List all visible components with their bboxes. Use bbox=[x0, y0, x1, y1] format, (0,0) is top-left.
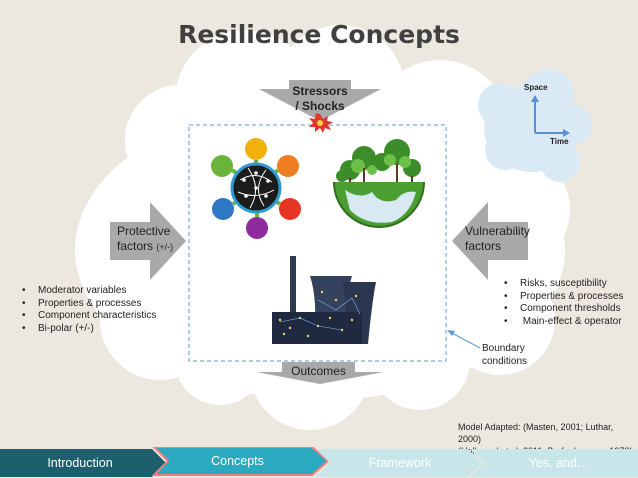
list-item: Bi-polar (+/-) bbox=[22, 323, 156, 336]
protective-line1: Protective bbox=[117, 224, 171, 238]
nav-tab-yes-and[interactable]: Yes, and… bbox=[528, 455, 590, 470]
protective-suffix: (+/-) bbox=[156, 242, 174, 252]
time-label: Time bbox=[550, 137, 569, 146]
cloud-background bbox=[75, 25, 570, 430]
boundary-pointer bbox=[447, 330, 481, 349]
boundary-label: Boundary conditions bbox=[482, 343, 527, 368]
list-item: Component thresholds bbox=[504, 303, 623, 316]
list-item: Properties & processes bbox=[22, 298, 156, 311]
section-nav: Introduction Concepts Framework Yes, and… bbox=[0, 447, 638, 478]
stressors-line2: / Shocks bbox=[295, 99, 345, 113]
nav-tab-concepts[interactable]: Concepts bbox=[211, 453, 264, 468]
power-plant-icon bbox=[272, 256, 376, 344]
right-bullet-list: Risks, susceptibility Properties & proce… bbox=[504, 278, 623, 328]
list-item: Main-effect & operator bbox=[504, 316, 623, 329]
outcomes-arrow bbox=[256, 362, 384, 384]
stressors-label: Stressors / Shocks bbox=[280, 84, 360, 114]
nav-tab-yes-and-shape bbox=[470, 449, 638, 477]
protective-line2: factors bbox=[117, 239, 154, 253]
list-item: Moderator variables bbox=[22, 285, 156, 298]
network-icon bbox=[211, 138, 301, 239]
list-item: Risks, susceptibility bbox=[504, 278, 623, 291]
vulnerability-line1: Vulnerability bbox=[465, 224, 530, 238]
boundary-line2: conditions bbox=[482, 355, 528, 367]
space-label: Space bbox=[524, 83, 548, 92]
green-earth-icon bbox=[333, 139, 425, 228]
nav-tab-introduction-shape bbox=[0, 449, 166, 477]
boundary-line1: Boundary bbox=[482, 343, 525, 354]
nav-tab-framework[interactable]: Framework bbox=[368, 455, 432, 470]
stressors-arrow bbox=[259, 80, 381, 121]
nav-tab-introduction[interactable]: Introduction bbox=[47, 455, 113, 470]
nav-tab-framework-shape bbox=[316, 449, 482, 477]
space-axis-icon bbox=[531, 95, 570, 137]
stressors-line1: Stressors bbox=[292, 84, 348, 98]
outcomes-label: Outcomes bbox=[291, 364, 346, 378]
vulnerability-label: Vulnerability factors bbox=[465, 224, 545, 254]
vulnerability-arrow bbox=[452, 202, 528, 280]
vulnerability-line2: factors bbox=[465, 239, 502, 253]
list-item: Component characteristics bbox=[22, 310, 156, 323]
list-item: Properties & processes bbox=[504, 291, 623, 304]
page-title: Resilience Concepts bbox=[178, 20, 460, 49]
protective-label: Protective factors (+/-) bbox=[117, 224, 197, 255]
protective-arrow bbox=[110, 202, 186, 280]
left-bullet-list: Moderator variables Properties & process… bbox=[22, 285, 156, 335]
credit-line1: Model Adapted: (Masten, 2001; Luthar, 20… bbox=[458, 422, 614, 444]
nav-tab-concepts-shape bbox=[151, 447, 330, 476]
